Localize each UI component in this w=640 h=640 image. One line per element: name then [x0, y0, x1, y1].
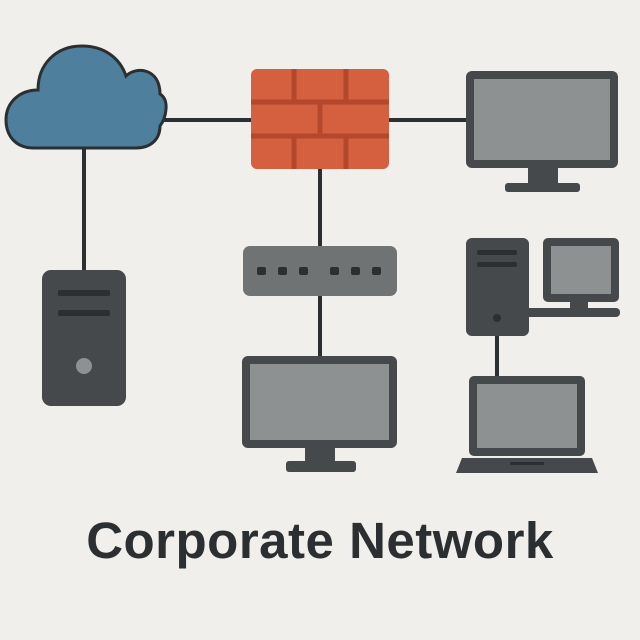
monitor-icon — [466, 71, 618, 192]
network-switch-icon — [243, 246, 397, 296]
diagram-title: Corporate Network — [86, 512, 554, 569]
links — [82, 118, 499, 378]
firewall-icon — [251, 69, 389, 169]
server-tower-icon — [42, 270, 126, 406]
monitor-icon — [242, 356, 397, 472]
cloud-icon — [4, 44, 168, 150]
laptop-icon — [456, 376, 598, 473]
desktop-computer-icon — [466, 238, 620, 336]
